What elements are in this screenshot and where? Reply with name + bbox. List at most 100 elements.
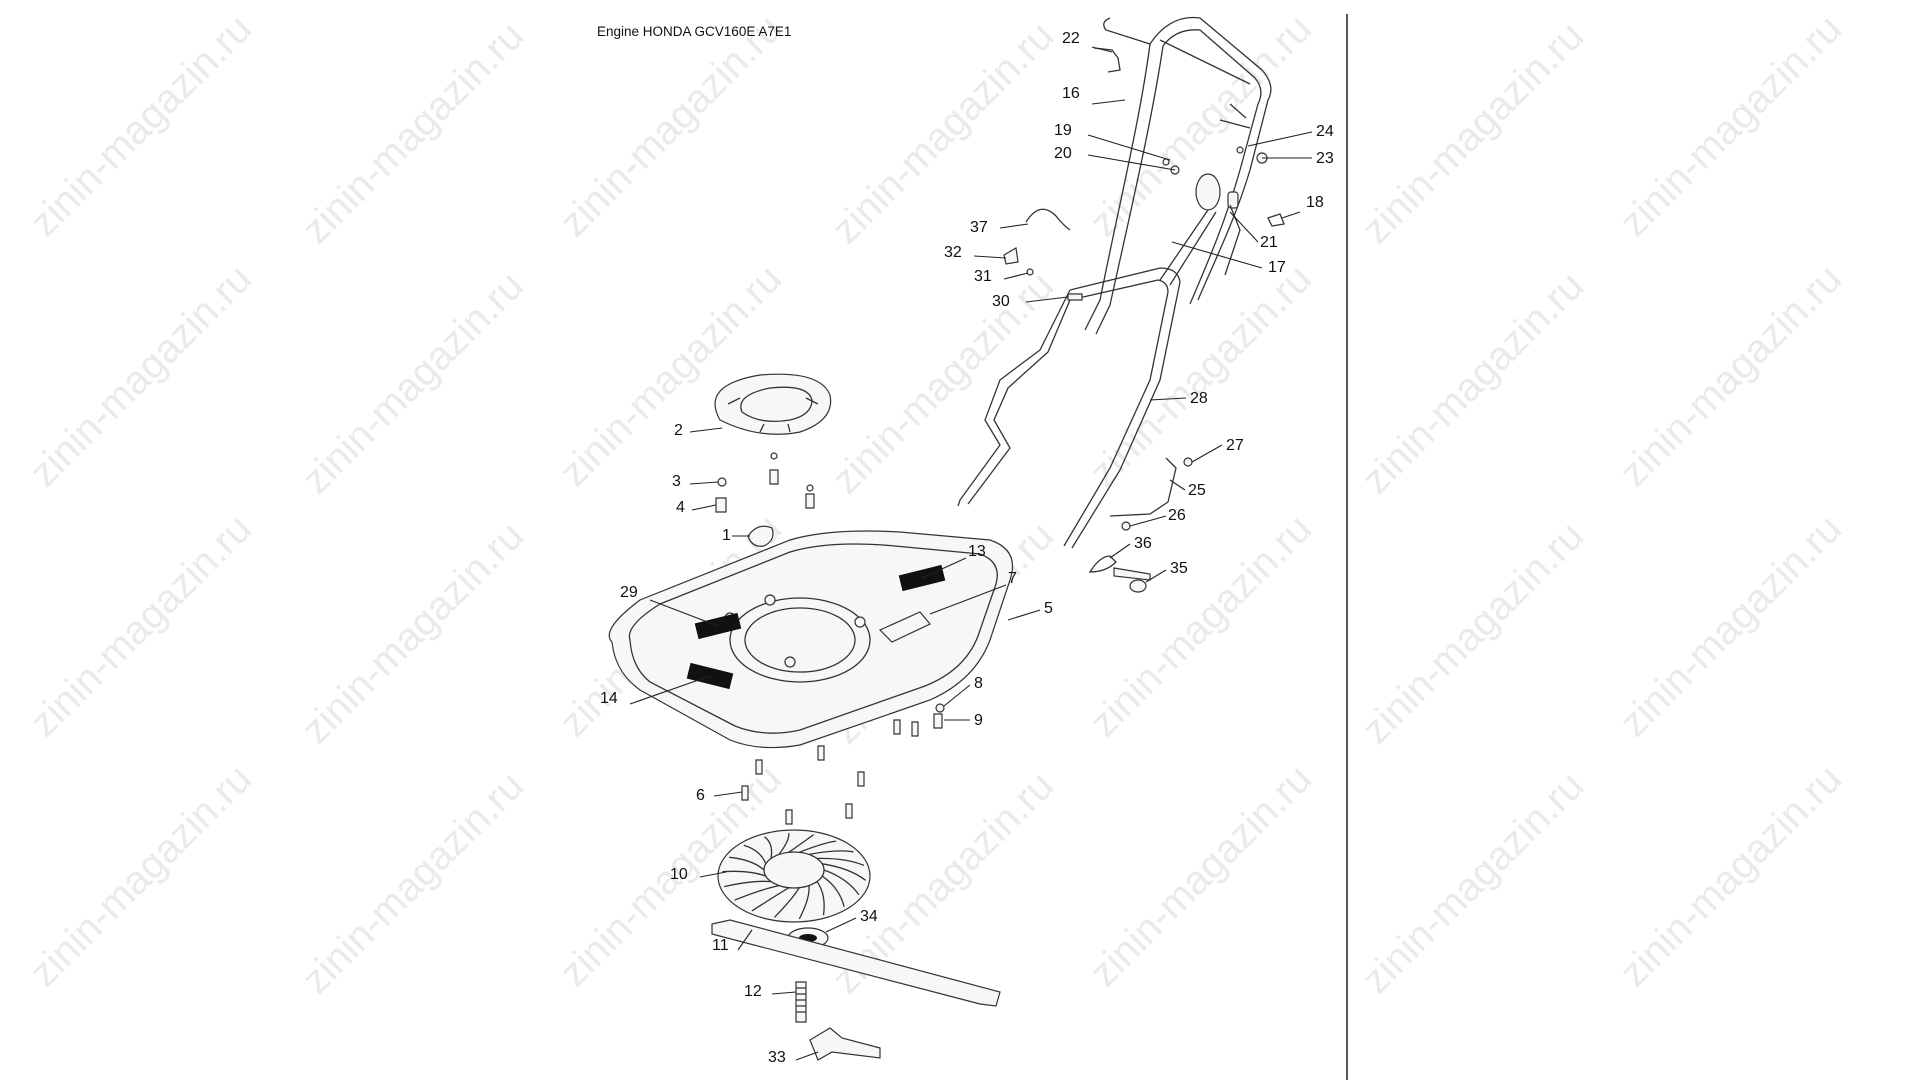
callout-label-23: 23: [1316, 150, 1334, 167]
fan-blade: [798, 885, 810, 920]
watermark-text: zinin-magazin.ru: [1611, 756, 1850, 995]
callout-label-7: 7: [1008, 570, 1017, 587]
bolt: [805, 493, 815, 509]
watermark-text: zinin-magazin.ru: [294, 14, 533, 253]
callout-label-27: 27: [1226, 437, 1244, 454]
leader-line-24: [1247, 131, 1313, 147]
part-30-screw: [1067, 293, 1083, 301]
fan-blade: [734, 884, 780, 901]
callout-label-22: 22: [1062, 30, 1080, 47]
leader-line-17: [1171, 241, 1263, 269]
leader-line-32: [973, 255, 1007, 259]
callout-label-5: 5: [1044, 600, 1053, 617]
callout-label-9: 9: [974, 712, 983, 729]
screw: [857, 771, 865, 787]
leader-line-18: [1281, 211, 1301, 219]
callout-label-12: 12: [744, 983, 762, 1000]
callout-label-3: 3: [672, 473, 681, 490]
fan-blade: [778, 832, 790, 855]
watermark-text: zinin-magazin.ru: [551, 6, 790, 245]
leader-line-25: [1169, 479, 1186, 491]
callout-label-10: 10: [670, 866, 688, 883]
callout-label-24: 24: [1316, 123, 1334, 140]
callout-label-11: 11: [712, 937, 729, 954]
fan-blade: [808, 850, 854, 856]
callout-label-16: 16: [1062, 85, 1080, 102]
callout-label-1: 1: [722, 527, 731, 544]
fan-blade: [816, 857, 865, 866]
part-5-deck: [608, 530, 1014, 749]
callout-label-26: 26: [1168, 507, 1186, 524]
callout-label-18: 18: [1306, 194, 1324, 211]
leader-line-28: [1149, 397, 1187, 401]
watermark-text: zinin-magazin.ru: [21, 506, 260, 745]
leader-line-4: [691, 504, 717, 511]
fan-blade: [729, 856, 765, 871]
leader-line-31: [1003, 272, 1029, 280]
callout-label-6: 6: [696, 787, 705, 804]
leader-line-33: [795, 1051, 819, 1061]
fan-blade: [822, 863, 866, 881]
watermark-text: zinin-magazin.ru: [294, 264, 533, 503]
diagram-title: Engine HONDA GCV160E A7E1: [597, 24, 791, 39]
washer: [770, 452, 778, 460]
leader-line-36: [1109, 543, 1131, 559]
leader-line-21: [1229, 211, 1259, 243]
fan-blade: [821, 875, 845, 907]
callout-label-37: 37: [970, 219, 988, 236]
watermark-text: zinin-magazin.ru: [1354, 764, 1593, 1003]
callout-label-2: 2: [674, 422, 683, 439]
screw: [817, 745, 825, 761]
callout-label-36: 36: [1134, 535, 1152, 552]
leader-line-10: [699, 871, 727, 878]
callout-label-19: 19: [1054, 122, 1072, 139]
part-36-pin: [1088, 555, 1117, 573]
callout-label-34: 34: [860, 908, 878, 925]
fan-blade: [751, 887, 790, 912]
part-25-lever: [1109, 457, 1177, 517]
watermark-text: zinin-magazin.ru: [294, 514, 533, 753]
callout-label-31: 31: [974, 268, 992, 285]
fan-blade: [816, 881, 825, 916]
watermark-text: zinin-magazin.ru: [1354, 514, 1593, 753]
upper-handle: [1084, 16, 1272, 335]
fan-blade: [764, 836, 773, 859]
part-10-fan: [717, 829, 871, 923]
washer: [806, 484, 814, 492]
leader-line-2: [689, 427, 723, 433]
part-33-adapter: [809, 1027, 881, 1061]
screw: [893, 719, 901, 735]
callout-label-17: 17: [1268, 259, 1286, 276]
watermark-text: zinin-magazin.ru: [21, 256, 260, 495]
leader-line-30: [1025, 296, 1069, 303]
leader-line-20: [1087, 154, 1176, 171]
watermark-text: zinin-magazin.ru: [1611, 256, 1850, 495]
watermark-text: zinin-magazin.ru: [1081, 756, 1320, 995]
leader-line-26: [1129, 515, 1167, 527]
part-37-cable: [1025, 208, 1071, 231]
watermark-text: zinin-magazin.ru: [21, 756, 260, 995]
leader-line-35: [1145, 569, 1167, 583]
leader-line-37: [999, 223, 1029, 229]
part-8-washer: [935, 703, 945, 713]
fan-blade: [722, 870, 767, 877]
fan-blade: [788, 834, 814, 853]
leader-line-19: [1087, 134, 1171, 161]
leader-line-27: [1191, 444, 1223, 463]
watermark-text: zinin-magazin.ru: [1611, 506, 1850, 745]
watermark-text: zinin-magazin.ru: [294, 764, 533, 1003]
screw: [755, 759, 763, 775]
part-31-screw: [1026, 268, 1034, 276]
callout-label-21: 21: [1260, 234, 1278, 251]
part-27-nut: [1183, 457, 1193, 467]
part-3-nut: [717, 477, 727, 487]
part-1-knob: [747, 525, 774, 547]
callout-label-8: 8: [974, 675, 983, 692]
fan-blade: [798, 840, 837, 853]
watermark-text: zinin-magazin.ru: [1611, 6, 1850, 245]
part-4-bolt: [715, 497, 727, 513]
leader-line-12: [771, 991, 797, 995]
